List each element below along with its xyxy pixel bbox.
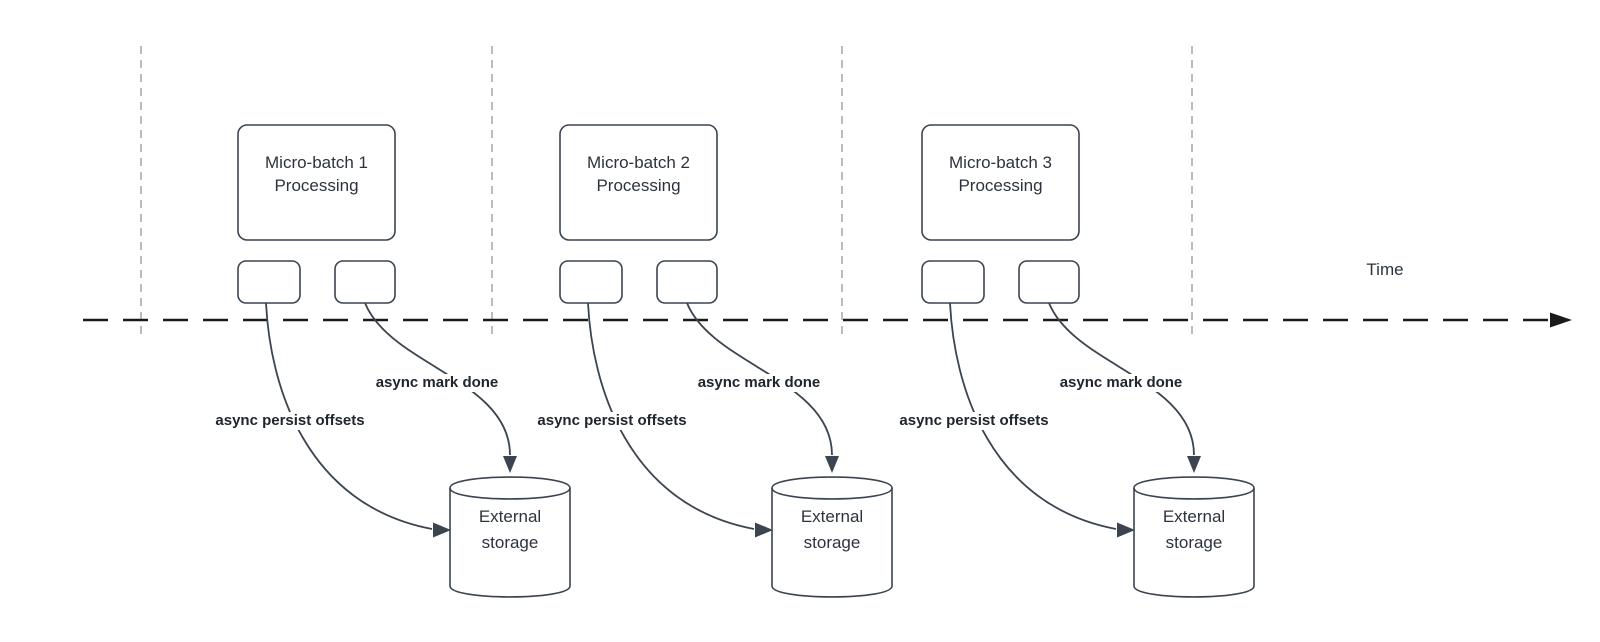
microbatch-title-line1: Micro-batch 2 — [587, 153, 690, 172]
external-storage-cylinder — [771, 476, 893, 598]
persist-offsets-label: async persist offsets — [212, 412, 368, 430]
persist-offsets-arrowhead-icon — [1117, 522, 1135, 538]
microbatch-title-line1: Micro-batch 3 — [949, 153, 1052, 172]
microbatch-title: Micro-batch 2 Processing — [560, 151, 717, 197]
external-storage-label: External storage — [1134, 504, 1254, 556]
mark-done-arrowhead-icon — [503, 456, 517, 473]
mark-done-arrowhead-icon — [825, 456, 839, 473]
microbatch-group-3 — [921, 124, 1255, 598]
persist-offsets-label: async persist offsets — [534, 412, 690, 430]
persist-offsets-arrowhead-icon — [755, 522, 773, 538]
persist-offsets-task-box — [921, 260, 985, 304]
mark-done-task-box — [656, 260, 718, 304]
persist-offsets-arrow — [949, 302, 1117, 530]
microbatch-title: Micro-batch 3 Processing — [922, 151, 1079, 197]
external-storage-label-line2: storage — [803, 533, 861, 552]
microbatch-group-1 — [237, 124, 571, 598]
persist-offsets-arrow — [587, 302, 755, 530]
external-storage-label-line1: External — [478, 507, 542, 526]
external-storage-label-line1: External — [1162, 507, 1226, 526]
mark-done-label: async mark done — [372, 374, 502, 392]
external-storage-cylinder-rim — [449, 487, 571, 500]
persist-offsets-task-box — [559, 260, 623, 304]
persist-offsets-task-box — [237, 260, 301, 304]
mark-done-arrowhead-icon — [1187, 456, 1201, 473]
microbatch-title-line1: Micro-batch 1 — [265, 153, 368, 172]
time-axis-arrowhead-icon — [1550, 312, 1572, 328]
microbatch-title-line2: Processing — [274, 176, 359, 195]
persist-offsets-arrow — [265, 302, 433, 530]
time-axis-label: Time — [1366, 260, 1404, 279]
external-storage-label-line1: External — [800, 507, 864, 526]
external-storage-label-line2: storage — [481, 533, 539, 552]
persist-offsets-arrowhead-icon — [433, 522, 451, 538]
mark-done-label: async mark done — [694, 374, 824, 392]
external-storage-cylinder-rim — [771, 487, 893, 500]
external-storage-label: External storage — [772, 504, 892, 556]
mark-done-label: async mark done — [1056, 374, 1186, 392]
microbatch-title-line2: Processing — [596, 176, 681, 195]
external-storage-cylinder — [449, 476, 571, 598]
microbatch-title: Micro-batch 1 Processing — [238, 151, 395, 197]
microbatch-title-line2: Processing — [958, 176, 1043, 195]
microbatch-processing-box — [237, 124, 396, 241]
external-storage-cylinder — [1133, 476, 1255, 598]
external-storage-cylinder-rim — [1133, 487, 1255, 500]
microbatch-processing-box — [921, 124, 1080, 241]
microbatch-processing-box — [559, 124, 718, 241]
mark-done-task-box — [1018, 260, 1080, 304]
external-storage-label: External storage — [450, 504, 570, 556]
mark-done-task-box — [334, 260, 396, 304]
persist-offsets-label: async persist offsets — [896, 412, 1052, 430]
external-storage-label-line2: storage — [1165, 533, 1223, 552]
